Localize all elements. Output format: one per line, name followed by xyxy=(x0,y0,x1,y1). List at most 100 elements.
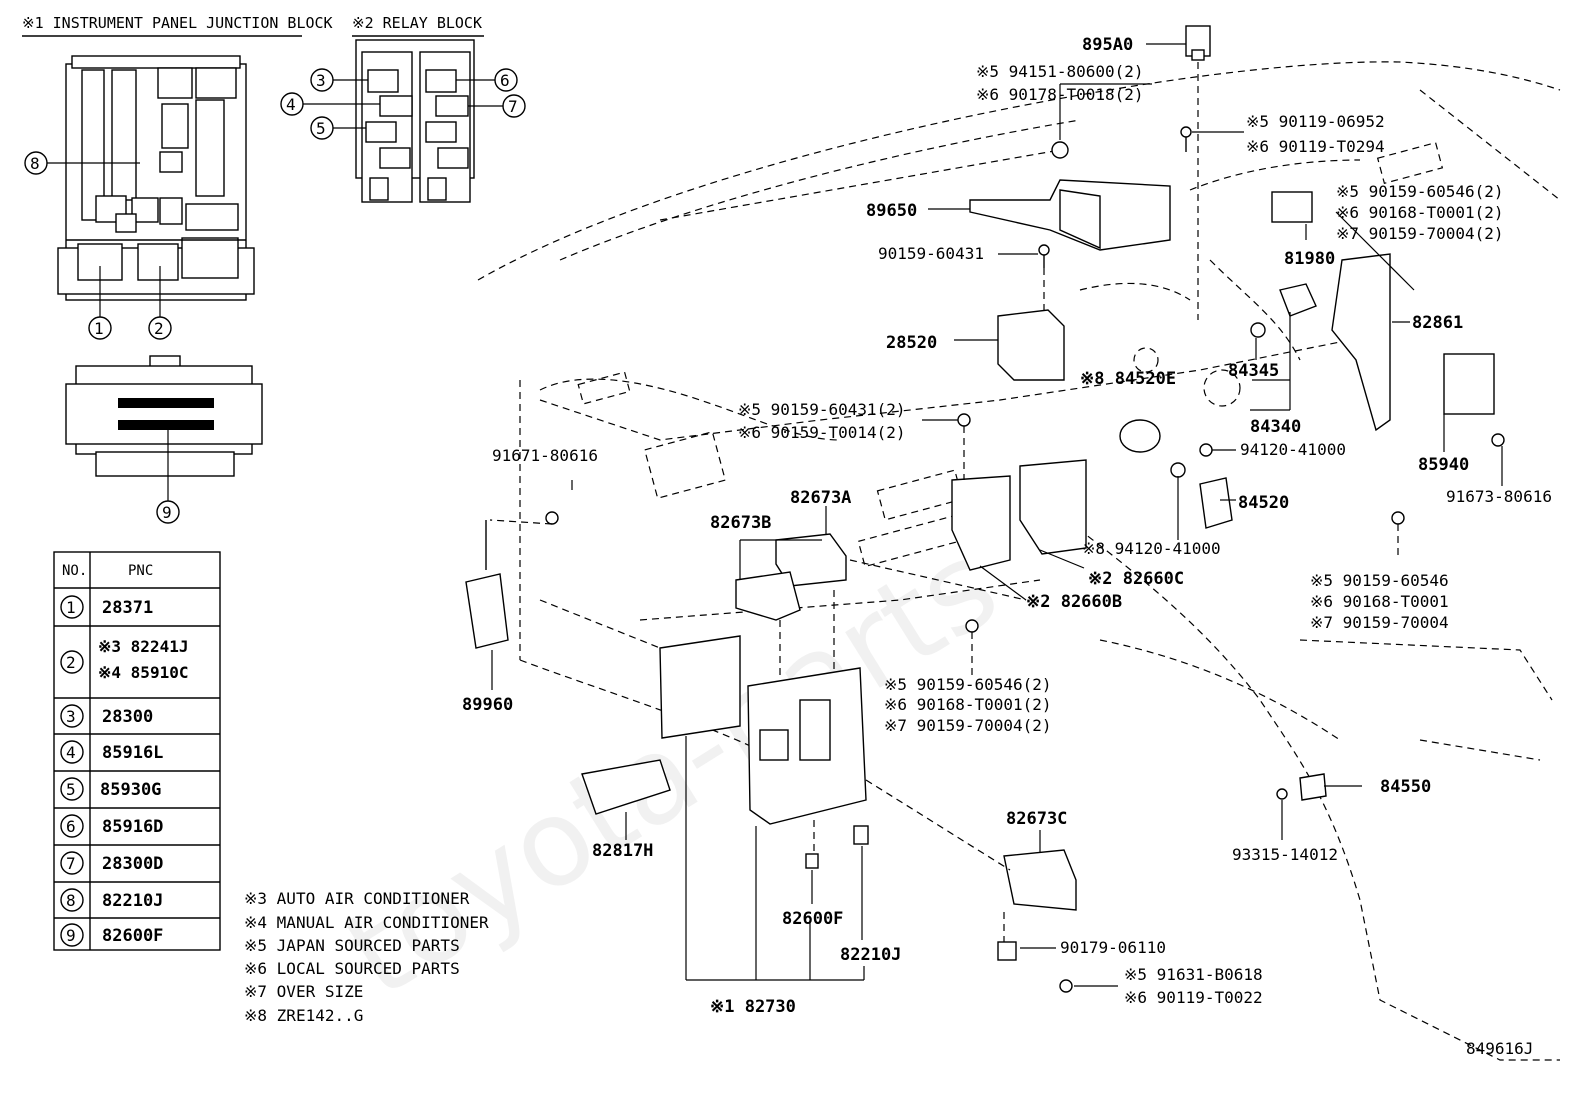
label-81980: 81980 xyxy=(1284,249,1335,269)
svg-text:5: 5 xyxy=(316,119,326,138)
svg-text:7: 7 xyxy=(66,854,76,873)
callout-4: 4 xyxy=(280,92,380,116)
part-labels: 895A0 ※5 94151-80600(2) ※6 90178-T0018(2… xyxy=(462,35,1552,1058)
relay-block-drawing xyxy=(355,39,475,203)
svg-text:9: 9 xyxy=(66,926,76,945)
diagram-ref-number: 849616J xyxy=(1466,1039,1533,1058)
callout-5: 5 xyxy=(310,116,366,140)
svg-text:3: 3 xyxy=(66,707,76,726)
callout-1: 1 xyxy=(88,266,112,340)
svg-text:9: 9 xyxy=(162,503,172,522)
ecu-drawing xyxy=(65,355,263,477)
svg-text:3: 3 xyxy=(316,71,326,90)
note-7: ※7 OVER SIZE xyxy=(244,982,363,1001)
label-90179: 90179-06110 xyxy=(1060,938,1166,957)
label-82673B: 82673B xyxy=(710,513,771,533)
svg-text:2: 2 xyxy=(154,319,164,338)
label-84520E: ※8 84520E xyxy=(1080,369,1176,389)
table-row-pnc: 82210J xyxy=(102,891,163,911)
label-84520: 84520 xyxy=(1238,493,1289,513)
table-row-pnc: 82600F xyxy=(102,926,163,946)
svg-text:8: 8 xyxy=(66,891,76,910)
label-90159-60431: 90159-60431 xyxy=(878,244,984,263)
label-82210J: 82210J xyxy=(840,945,901,965)
label-84345: 84345 xyxy=(1228,361,1279,381)
svg-text:4: 4 xyxy=(66,743,76,762)
pnc-table: NO. PNC 1 28371 2 ※3 82241J ※4 85910C 3 … xyxy=(53,551,221,951)
label-84340: 84340 xyxy=(1250,417,1301,437)
junction-block-title: ※1 INSTRUMENT PANEL JUNCTION BLOCK xyxy=(22,14,333,32)
svg-text:1: 1 xyxy=(66,598,76,617)
label-94120-top: 94120-41000 xyxy=(1240,440,1346,459)
svg-text:6: 6 xyxy=(500,71,510,90)
label-84550: 84550 xyxy=(1380,777,1431,797)
table-row-pnc: ※4 85910C xyxy=(98,663,188,682)
callout-8: 8 xyxy=(24,151,140,175)
callout-3: 3 xyxy=(310,68,368,92)
svg-text:6: 6 xyxy=(66,817,76,836)
note-6: ※6 LOCAL SOURCED PARTS xyxy=(244,959,460,978)
relay-block-title: ※2 RELAY BLOCK xyxy=(352,14,482,32)
label-85940: 85940 xyxy=(1418,455,1469,475)
label-90168-T0001-2: ※6 90168-T0001(2) xyxy=(1336,203,1504,222)
label-90159-70004: ※7 90159-70004 xyxy=(1310,613,1449,632)
label-93315: 93315-14012 xyxy=(1232,845,1338,864)
table-row-pnc: ※3 82241J xyxy=(98,637,188,656)
label-89650: 89650 xyxy=(866,201,917,221)
label-82861: 82861 xyxy=(1412,313,1463,333)
svg-text:5: 5 xyxy=(66,780,76,799)
label-90168-T0001-2b: ※6 90168-T0001(2) xyxy=(884,695,1052,714)
label-89960: 89960 xyxy=(462,695,513,715)
note-3: ※3 AUTO AIR CONDITIONER xyxy=(244,889,470,908)
table-row-pnc: 28300D xyxy=(102,854,163,874)
label-90119-T0294: ※6 90119-T0294 xyxy=(1246,137,1385,156)
junction-block-drawing xyxy=(57,55,255,301)
note-5: ※5 JAPAN SOURCED PARTS xyxy=(244,936,460,955)
footnotes: ※3 AUTO AIR CONDITIONER ※4 MANUAL AIR CO… xyxy=(244,889,489,1025)
svg-text:1: 1 xyxy=(94,319,104,338)
svg-text:2: 2 xyxy=(66,653,76,672)
label-90159-60546-2: ※5 90159-60546(2) xyxy=(1336,182,1504,201)
label-82660C: ※2 82660C xyxy=(1088,569,1184,589)
label-94120-bot: ※8 94120-41000 xyxy=(1082,539,1221,558)
label-91671: 91671-80616 xyxy=(492,446,598,465)
table-header-pnc: PNC xyxy=(128,563,153,579)
label-90159-60546: ※5 90159-60546 xyxy=(1310,571,1449,590)
label-90159-70004-2: ※7 90159-70004(2) xyxy=(1336,224,1504,243)
part-sketches xyxy=(465,25,1505,993)
callout-9: 9 xyxy=(156,420,180,524)
label-28520: 28520 xyxy=(886,333,937,353)
note-4: ※4 MANUAL AIR CONDITIONER xyxy=(244,913,489,932)
label-91631: ※5 91631-B0618 xyxy=(1124,965,1263,984)
table-row-pnc: 85916D xyxy=(102,817,163,837)
svg-text:7: 7 xyxy=(508,97,518,116)
leader-lines xyxy=(489,43,1503,987)
label-90119-06952: ※5 90119-06952 xyxy=(1246,112,1385,131)
table-row-pnc: 85930G xyxy=(100,780,161,800)
label-82673C: 82673C xyxy=(1006,809,1067,829)
table-row-pnc: 85916L xyxy=(102,743,163,763)
label-90159-60431-2: ※5 90159-60431(2) xyxy=(738,400,906,419)
svg-text:8: 8 xyxy=(30,154,40,173)
label-82817H: 82817H xyxy=(592,841,653,861)
label-90159-T0014-2: ※6 90159-T0014(2) xyxy=(738,423,906,442)
callout-7: 7 xyxy=(468,94,526,118)
label-90159-60546-2b: ※5 90159-60546(2) xyxy=(884,675,1052,694)
svg-text:4: 4 xyxy=(286,95,296,114)
label-90168-T0001: ※6 90168-T0001 xyxy=(1310,592,1449,611)
label-82673A: 82673A xyxy=(790,488,851,508)
table-row-pnc: 28300 xyxy=(102,707,153,727)
label-90119-T0022: ※6 90119-T0022 xyxy=(1124,988,1263,1007)
table-row-pnc: 28371 xyxy=(102,598,153,618)
label-90159-70004-2b: ※7 90159-70004(2) xyxy=(884,716,1052,735)
label-895A0: 895A0 xyxy=(1082,35,1133,55)
table-header-no: NO. xyxy=(62,563,87,579)
label-91673: 91673-80616 xyxy=(1446,487,1552,506)
label-82730: ※1 82730 xyxy=(710,997,796,1017)
callout-6: 6 xyxy=(456,68,518,92)
label-94151: ※5 94151-80600(2) xyxy=(976,62,1144,81)
label-82600F: 82600F xyxy=(782,909,843,929)
label-82660B: ※2 82660B xyxy=(1026,592,1122,612)
label-90178: ※6 90178-T0018(2) xyxy=(976,85,1144,104)
